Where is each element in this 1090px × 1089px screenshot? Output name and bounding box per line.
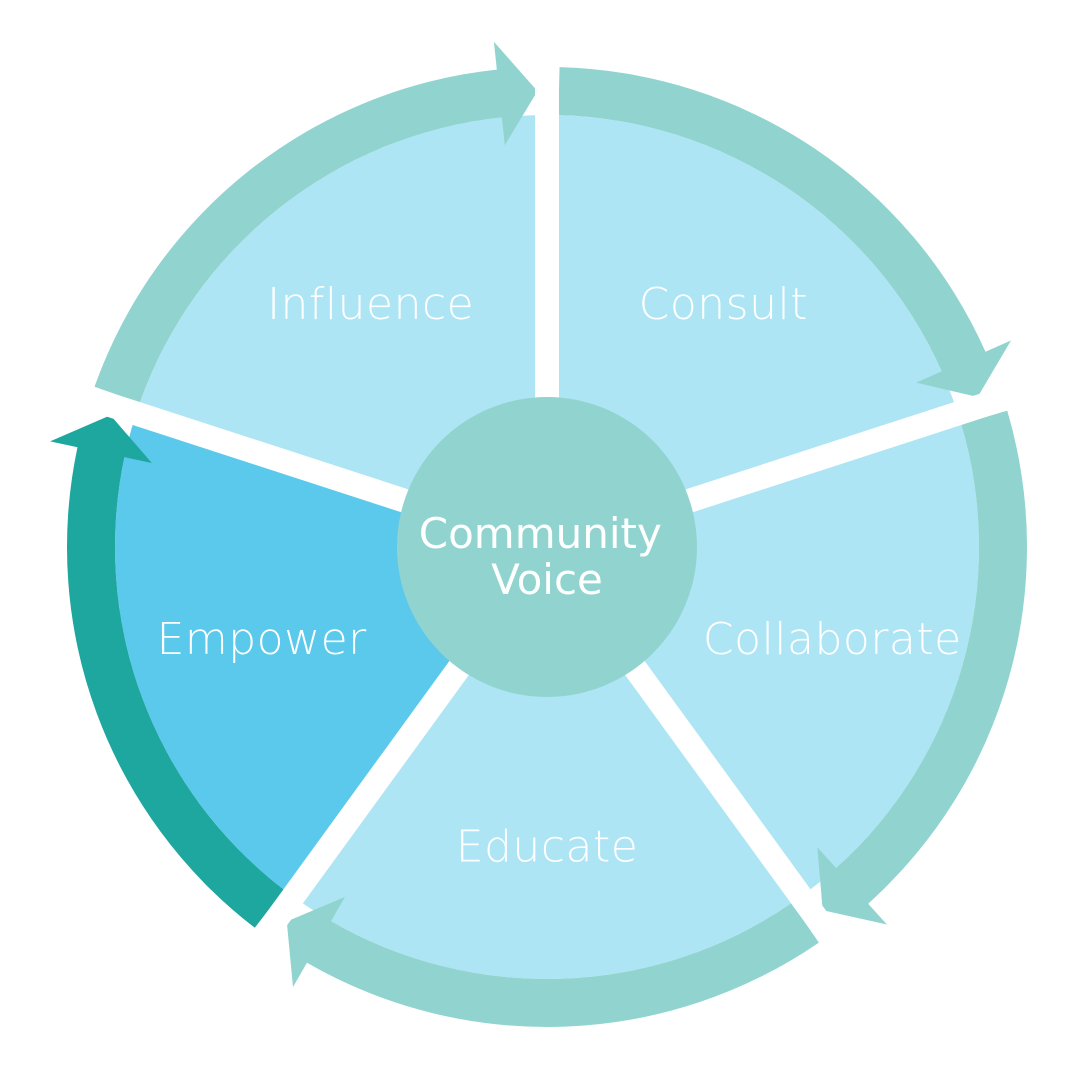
center-label: Community Voice (419, 509, 675, 604)
segment-separator (48, 374, 418, 516)
segment-label-educate: Educate (456, 822, 639, 873)
arrow-empower (50, 415, 285, 928)
segment-separator (231, 653, 475, 975)
arrow-consult (558, 67, 1012, 398)
arrow-influence (94, 41, 538, 403)
arrow-educate (286, 896, 819, 1027)
center-label-line-2: Voice (491, 555, 603, 604)
segment-label-influence: Influence (267, 279, 474, 330)
center-label-line-1: Community (419, 509, 662, 558)
segment-label-consult: Consult (639, 279, 808, 330)
segment-separator (676, 374, 1046, 516)
segment-educate[interactable] (293, 547, 801, 980)
arrows-layer (50, 41, 1027, 1027)
segment-separator (619, 653, 863, 975)
center-hub: Community Voice (397, 397, 697, 697)
gaps-layer (48, 27, 1046, 975)
arrow-collaborate (817, 410, 1027, 925)
center-hub-circle (397, 397, 697, 697)
segment-label-collaborate: Collaborate (703, 614, 962, 665)
segment-label-empower: Empower (157, 614, 368, 665)
